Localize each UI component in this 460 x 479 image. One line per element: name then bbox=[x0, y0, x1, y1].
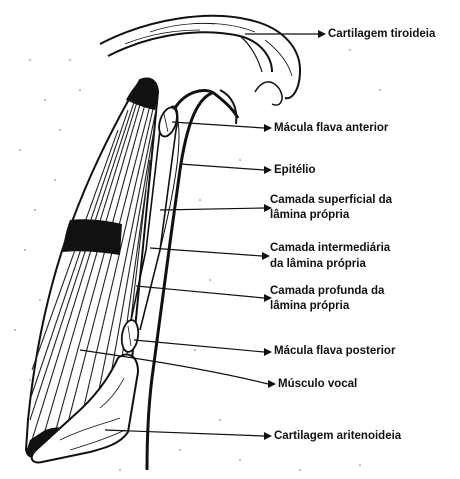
leader-cartilagem-aritenoideia bbox=[105, 430, 264, 436]
label-camada-superficial-line2: lâmina própria bbox=[270, 208, 349, 223]
label-camada-intermediaria-line1: Camada intermediária bbox=[270, 241, 390, 256]
epithelium bbox=[147, 90, 238, 470]
label-macula-flava-posterior: Mácula flava posterior bbox=[274, 344, 395, 359]
leader-epitelio bbox=[180, 164, 264, 170]
leader-macula-flava-posterior bbox=[134, 340, 264, 352]
leader-camada-intermediaria bbox=[150, 248, 262, 256]
label-cartilagem-aritenoideia: Cartilagem aritenoideia bbox=[274, 429, 401, 444]
label-epitelio: Epitélio bbox=[274, 163, 316, 178]
leader-macula-flava-anterior bbox=[172, 122, 264, 128]
label-camada-profunda-line2: lâmina própria bbox=[270, 299, 349, 314]
label-camada-intermediaria-line2: da lâmina própria bbox=[270, 257, 366, 272]
label-camada-superficial-line1: Camada superficial da bbox=[270, 193, 392, 208]
label-camada-profunda-line1: Camada profunda da bbox=[270, 284, 384, 299]
label-macula-flava-anterior: Mácula flava anterior bbox=[274, 121, 388, 136]
leader-camada-profunda bbox=[136, 286, 264, 298]
label-cartilagem-tiroideia: Cartilagem tiroideia bbox=[328, 27, 435, 42]
label-musculo-vocal: Músculo vocal bbox=[278, 377, 357, 392]
